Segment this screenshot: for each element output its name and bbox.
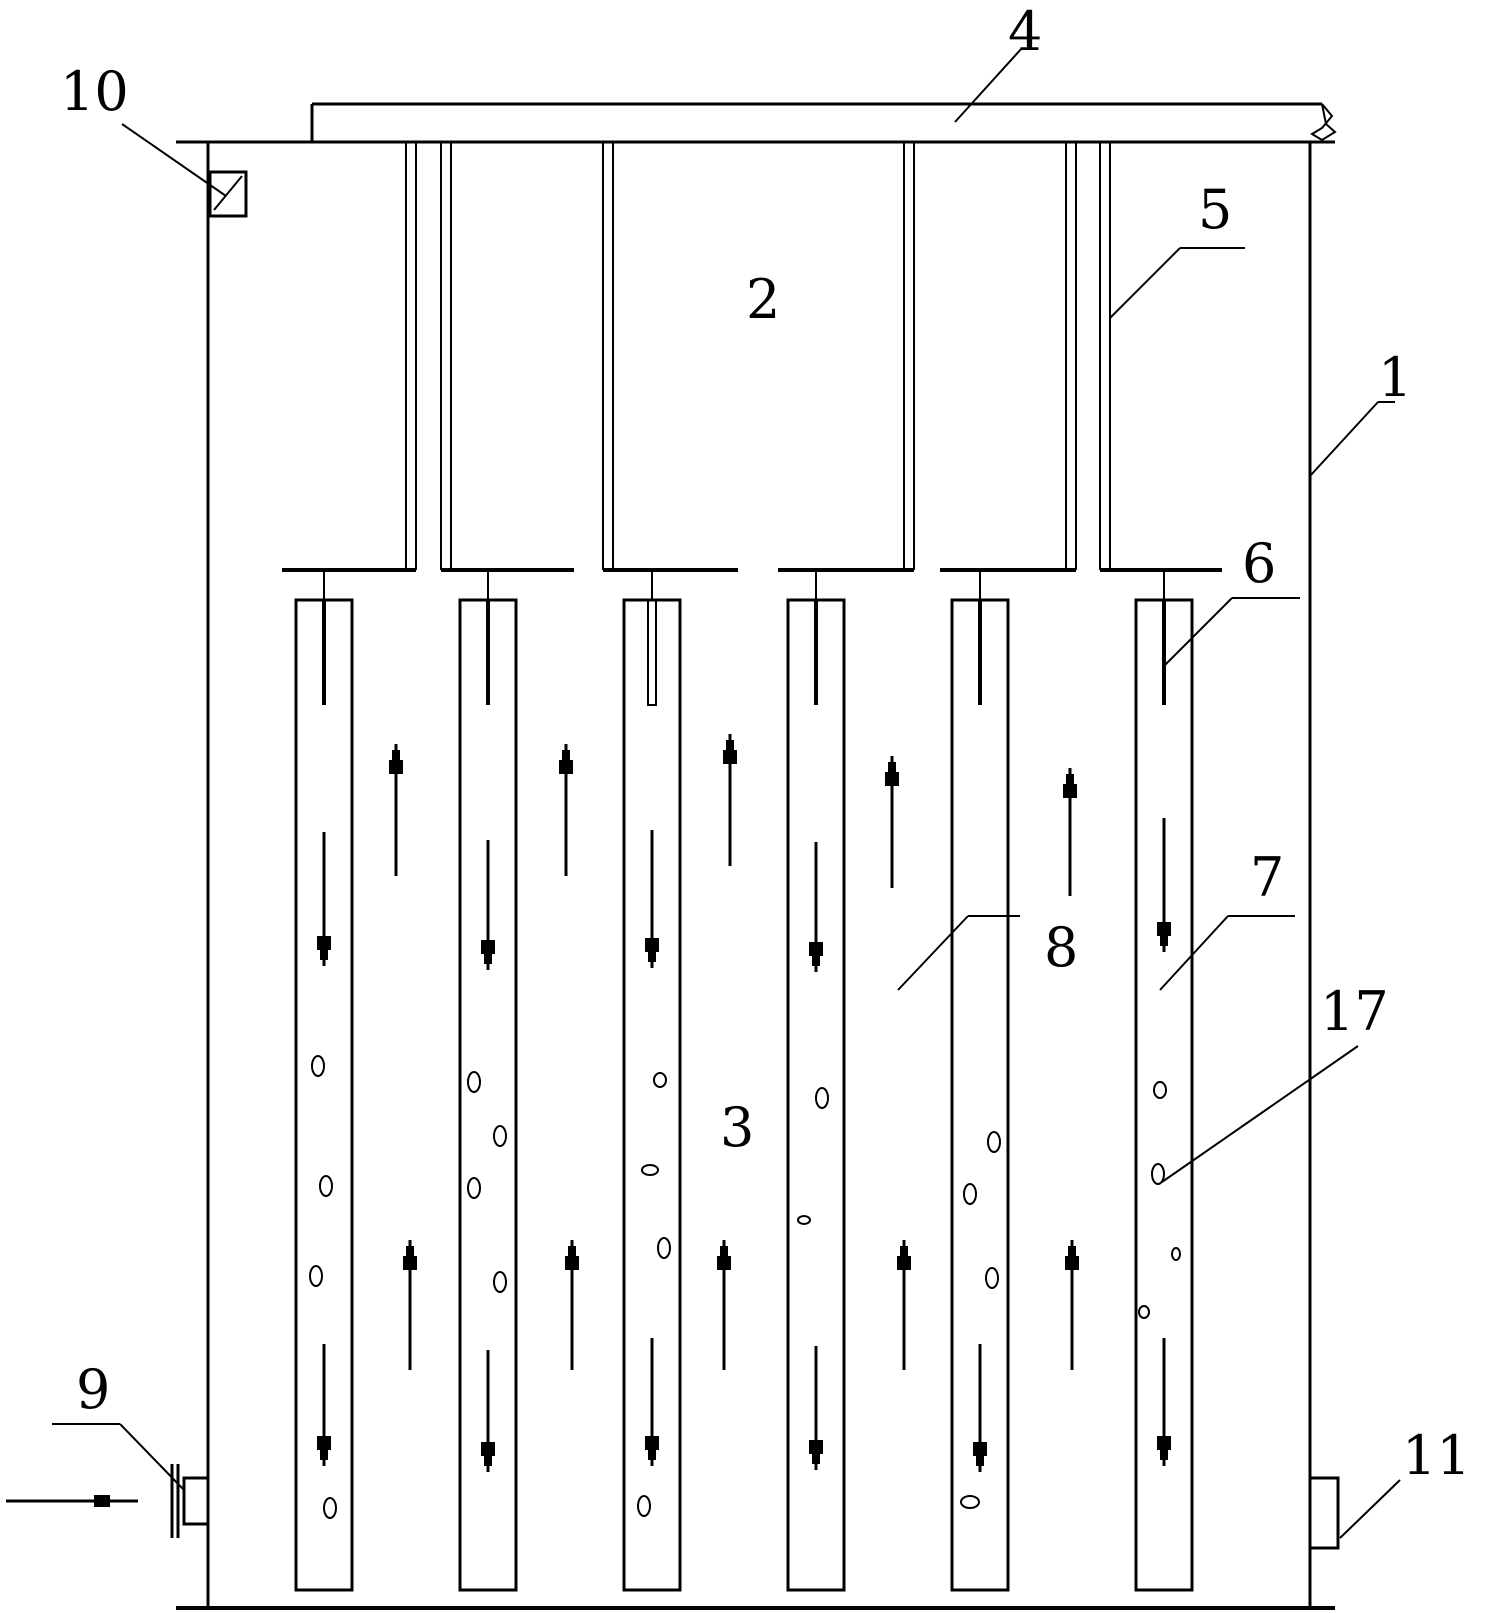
up-arrow xyxy=(565,1240,579,1370)
inlet-fitting xyxy=(170,1464,210,1538)
label-17: 17 xyxy=(1320,980,1389,1043)
leader-lines xyxy=(52,47,1401,1539)
branch-pipe-5 xyxy=(1065,142,1077,570)
bubble xyxy=(311,1055,325,1077)
label-6: 6 xyxy=(1242,532,1276,595)
bubble xyxy=(641,1164,659,1176)
down-arrow xyxy=(481,840,495,970)
down-arrow xyxy=(645,830,659,968)
label-4: 4 xyxy=(1008,0,1042,63)
riser-tube-3 xyxy=(622,570,682,1592)
branch-pipe-4 xyxy=(903,142,915,570)
bubble xyxy=(1153,1081,1167,1099)
bubble xyxy=(467,1177,481,1199)
up-arrow xyxy=(1065,1240,1079,1370)
riser-tubes xyxy=(294,570,1194,1592)
label-9: 9 xyxy=(76,1358,110,1421)
branch-pipes xyxy=(405,142,1111,570)
bubble xyxy=(797,1215,811,1225)
bubble xyxy=(319,1175,333,1197)
riser-tube-6 xyxy=(1134,570,1194,1592)
vent-box xyxy=(208,170,248,218)
riser-tube-1 xyxy=(294,570,354,1592)
up-arrow xyxy=(559,744,573,876)
down-arrow xyxy=(809,842,823,972)
bubble xyxy=(1138,1305,1150,1319)
bubble xyxy=(963,1183,977,1205)
down-arrow xyxy=(1157,1338,1171,1466)
header-pipe xyxy=(310,102,1337,142)
up-arrow xyxy=(885,756,899,888)
label-2: 2 xyxy=(746,268,780,331)
up-arrow xyxy=(389,744,403,876)
bubble xyxy=(653,1072,667,1088)
label-7: 7 xyxy=(1250,846,1284,909)
bubble xyxy=(987,1131,1001,1153)
bubble xyxy=(493,1125,507,1147)
down-arrow xyxy=(973,1344,987,1472)
outlet-fitting xyxy=(1308,1476,1340,1550)
inlet-arrow xyxy=(6,1495,138,1507)
tank-body xyxy=(176,140,1335,1610)
label-10: 10 xyxy=(60,60,129,123)
down-arrow xyxy=(1157,818,1171,952)
down-arrow xyxy=(481,1350,495,1472)
up-arrow xyxy=(897,1240,911,1370)
bubble xyxy=(309,1265,323,1287)
bubble xyxy=(815,1087,829,1109)
bubble xyxy=(1151,1163,1165,1185)
branch-pipe-1 xyxy=(405,142,417,570)
label-5: 5 xyxy=(1198,178,1232,241)
riser-tube-4 xyxy=(786,570,846,1592)
bubble xyxy=(493,1271,507,1293)
label-1: 1 xyxy=(1378,346,1412,409)
riser-tube-5 xyxy=(950,570,1010,1592)
up-arrow xyxy=(403,1240,417,1370)
bubble xyxy=(1171,1247,1181,1261)
bubble xyxy=(985,1267,999,1289)
label-11: 11 xyxy=(1402,1424,1471,1487)
label-8: 8 xyxy=(1044,916,1078,979)
up-arrow xyxy=(723,734,737,866)
bubble xyxy=(323,1497,337,1519)
down-arrow xyxy=(317,1344,331,1466)
bubble xyxy=(467,1071,481,1093)
bubble xyxy=(657,1237,671,1259)
riser-tube-2 xyxy=(458,570,518,1592)
labels: 4 10 5 2 1 6 7 8 17 3 9 11 xyxy=(60,0,1471,1487)
flow-arrows xyxy=(317,734,1171,1472)
bubble xyxy=(637,1495,651,1517)
down-arrow xyxy=(317,832,331,966)
down-arrow xyxy=(809,1346,823,1470)
branch-pipe-2 xyxy=(440,142,452,570)
branch-pipe-3 xyxy=(602,142,614,570)
label-3: 3 xyxy=(720,1096,754,1159)
up-arrow xyxy=(1063,768,1077,896)
bubble xyxy=(960,1495,980,1509)
down-arrow xyxy=(645,1338,659,1466)
branch-pipe-6 xyxy=(1099,142,1111,570)
bubbles xyxy=(309,1055,1181,1519)
up-arrow xyxy=(717,1240,731,1370)
